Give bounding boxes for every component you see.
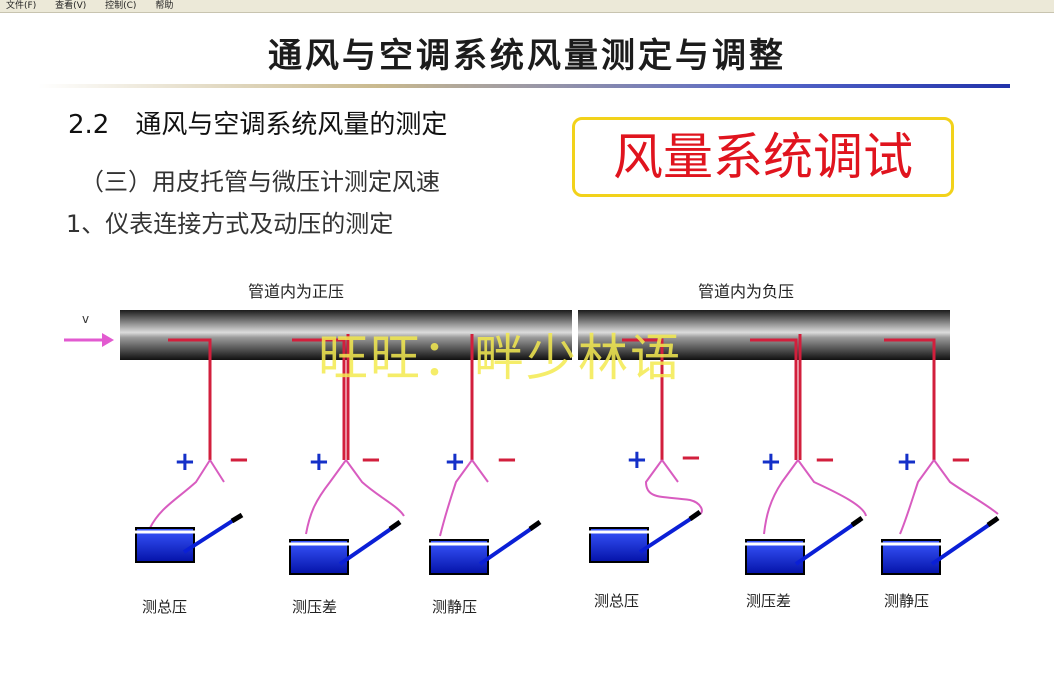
gauge-label-3: 测静压 xyxy=(432,598,478,616)
gauge-label-6: 测静压 xyxy=(884,592,930,610)
hose-g2 xyxy=(305,459,405,535)
overlay-label-box: 风量系统调试 xyxy=(572,117,954,197)
gauge-label-1: 测总压 xyxy=(142,598,188,616)
minus-sign-6: − xyxy=(950,445,972,475)
hose-g4 xyxy=(644,459,703,515)
menu-item-control[interactable]: 控制(C) xyxy=(105,1,137,11)
plus-sign-6: + xyxy=(896,447,918,477)
pitot-tubes xyxy=(168,334,936,460)
minus-sign-1: − xyxy=(228,445,250,475)
minus-sign-5: − xyxy=(814,445,836,475)
section-heading: 2.2 通风与空调系统风量的测定 xyxy=(68,110,448,140)
pitot-tube-6 xyxy=(884,338,936,460)
pitot-tube-5a xyxy=(750,338,798,460)
manometer-6 xyxy=(880,515,1000,575)
overlay-label: 风量系统调试 xyxy=(613,128,913,186)
plus-sign-4: + xyxy=(626,445,648,475)
manometers xyxy=(134,509,1000,575)
manometer-4 xyxy=(588,509,702,563)
pitot-tube-1 xyxy=(168,338,212,460)
manometer-1 xyxy=(134,512,244,563)
duct-positive-pressure xyxy=(120,310,572,360)
gauge-label-2: 测压差 xyxy=(292,598,338,616)
hose-g5 xyxy=(763,459,867,535)
subheading: （三）用皮托管与微压计测定风速 xyxy=(80,168,440,196)
duct-negative-pressure xyxy=(578,310,950,360)
gauge-label-5: 测压差 xyxy=(746,592,792,610)
item-heading: 1、仪表连接方式及动压的测定 xyxy=(66,210,394,238)
pitot-tube-4 xyxy=(622,338,664,460)
manometer-2 xyxy=(288,519,402,575)
hose-g3 xyxy=(439,459,489,537)
manometer-3 xyxy=(428,519,542,575)
hose-g6 xyxy=(899,459,999,535)
minus-sign-4: − xyxy=(680,443,702,473)
minus-sign-2: − xyxy=(360,445,382,475)
watermark-text: 旺旺：畔少林语 xyxy=(318,329,682,387)
plus-sign-2: + xyxy=(308,447,330,477)
hoses xyxy=(149,459,999,537)
plus-sign-3: + xyxy=(444,447,466,477)
pipe-label-positive: 管道内为正压 xyxy=(248,282,345,301)
title-divider xyxy=(38,84,1010,88)
slide-title: 通风与空调系统风量测定与调整 xyxy=(268,36,786,76)
pressure-signs: + − + − + − + − + − + − xyxy=(174,443,972,477)
manometer-5 xyxy=(744,515,864,575)
flow-arrow xyxy=(64,333,114,347)
minus-sign-3: − xyxy=(496,445,518,475)
plus-sign-5: + xyxy=(760,447,782,477)
menu-item-view[interactable]: 查看(V) xyxy=(55,1,87,11)
flow-velocity-label: v xyxy=(82,312,90,326)
menu-item-file[interactable]: 文件(F) xyxy=(6,1,37,11)
menu-bar: 文件(F) 查看(V) 控制(C) 帮助 xyxy=(0,0,1054,13)
hose-g1 xyxy=(149,459,225,529)
plus-sign-1: + xyxy=(174,447,196,477)
pitot-tube-2a xyxy=(292,338,346,460)
menu-item-help[interactable]: 帮助 xyxy=(155,1,174,11)
gauge-label-4: 测总压 xyxy=(594,592,640,610)
pipe-label-negative: 管道内为负压 xyxy=(698,282,795,301)
